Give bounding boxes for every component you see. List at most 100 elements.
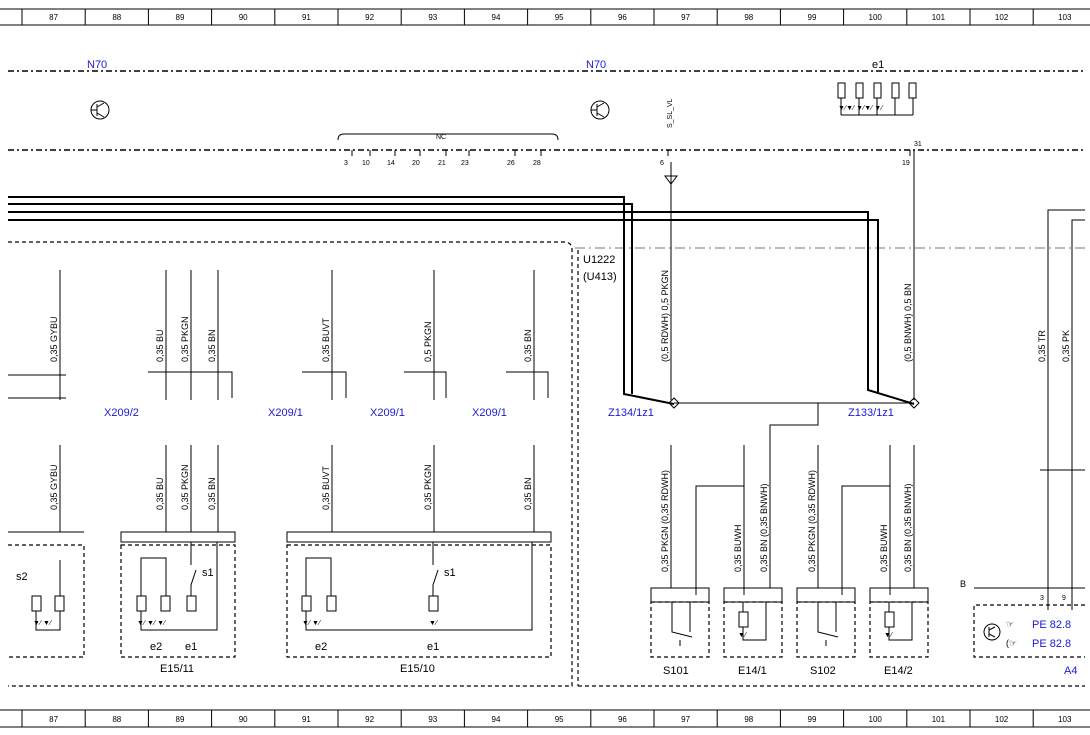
s102-label: S102 [810, 665, 836, 677]
pin-label: 20 [412, 160, 420, 167]
wire-label: 0,35 GYBU [49, 316, 59, 362]
ruler-label-bottom: 97 [681, 715, 690, 724]
connector-x209-1: X209/1 [472, 407, 507, 419]
nc-label: NC [436, 134, 446, 141]
wire-label: 0,35 BN [523, 329, 533, 362]
b-label: B [960, 579, 966, 589]
svg-text:▼⁄: ▼⁄ [738, 632, 748, 639]
svg-text:▼⁄ ▼⁄: ▼⁄ ▼⁄ [302, 620, 322, 627]
top-ruler [0, 8, 1090, 26]
component-box-a4 [973, 604, 1085, 658]
wire-label: 0,35 BN (0,35 BNWH) [759, 483, 769, 572]
splice-icon [908, 397, 920, 409]
connector-block [404, 371, 447, 398]
svg-text:▼⁄▼⁄ ▼⁄▼⁄ ▼⁄: ▼⁄▼⁄ ▼⁄▼⁄ ▼⁄ [838, 105, 884, 112]
ground-arrow-icon [664, 175, 678, 185]
component-box-s101 [650, 601, 710, 658]
ruler-label-bottom: 92 [365, 715, 374, 724]
transistor-icon [90, 100, 110, 120]
bottom-ruler [0, 709, 1090, 728]
connector-x209-2: X209/2 [104, 407, 139, 419]
wire-label: 0,35 BN (0,35 BNWH) [903, 483, 913, 572]
component-box-e14-2 [869, 601, 929, 658]
ruler-label-bottom: 88 [112, 715, 121, 724]
svg-text:▼⁄ ▼⁄ ▼⁄: ▼⁄ ▼⁄ ▼⁄ [137, 620, 167, 627]
bus-wire [8, 211, 915, 405]
ruler-label-top: 89 [176, 13, 185, 22]
ruler-label-top: 101 [932, 13, 946, 22]
connector-block [506, 371, 549, 398]
ruler-label-bottom: 87 [49, 715, 58, 724]
transistor-icon [590, 100, 610, 120]
transistor-icon [983, 623, 1001, 641]
ruler-label-top: 93 [428, 13, 437, 22]
ruler-label-bottom: 99 [808, 715, 817, 724]
ruler-label-top: 88 [112, 13, 121, 22]
wire-label: (0,5 BNWH) 0,5 BN [903, 283, 913, 362]
ruler-label-bottom: 98 [744, 715, 753, 724]
connector-block [302, 371, 347, 398]
u1222-label: U1222 [583, 254, 615, 266]
ruler-label-top: 96 [618, 13, 627, 22]
pin-label: 6 [660, 160, 664, 167]
ruler-label-bottom: 91 [302, 715, 311, 724]
wire-label: 0,35 PKGN (0,35 RDWH) [807, 470, 817, 572]
svg-text:9: 9 [1062, 595, 1066, 602]
led-array-icon: ▼⁄▼⁄ ▼⁄▼⁄ ▼⁄ [837, 82, 917, 116]
ruler-label-bottom: 89 [176, 715, 185, 724]
u1222-module-border [8, 241, 573, 687]
component-box-e15-11 [120, 544, 236, 658]
pin-label: 21 [438, 160, 446, 167]
component-box [723, 587, 783, 603]
wire-label: 0,35 BUWH [733, 524, 743, 572]
wire-label: 0,5 PKGN [423, 321, 433, 362]
ruler-label-top: 91 [302, 13, 311, 22]
switch-icon [817, 602, 839, 646]
pin31-label: 31 [914, 141, 922, 148]
e1-top-label: e1 [872, 59, 884, 71]
ruler-label-bottom: 96 [618, 715, 627, 724]
n70-right-label: N70 [586, 59, 606, 71]
s1-label: s1 [202, 567, 214, 579]
wire-label: 0,35 PKGN (0,35 RDWH) [660, 470, 670, 572]
lamp-icon: ▼⁄ ▼⁄ ▼⁄ [301, 542, 533, 631]
ruler-label-bottom: 100 [869, 715, 883, 724]
ruler-label-top: 87 [49, 13, 58, 22]
s101-label: S101 [663, 665, 689, 677]
component-box-s102 [796, 601, 856, 658]
ruler-label-top: 98 [744, 13, 753, 22]
splice-z134: Z134/1z1 [608, 407, 654, 419]
e15-11-label: E15/11 [160, 663, 194, 675]
signal-label: S_SL_VL [667, 98, 674, 128]
wire [1071, 219, 1085, 610]
pin-label: 3 [344, 160, 348, 167]
ruler-label-top: 92 [365, 13, 374, 22]
u413-label: (U413) [583, 271, 617, 283]
pin-label: 10 [362, 160, 370, 167]
wire-label: 0,35 BUVT [321, 317, 331, 362]
pin-label: 26 [507, 160, 515, 167]
wire-label: 0,35 PKGN [180, 464, 190, 510]
wire [695, 485, 745, 595]
lamp-icon: ▼⁄ ▼⁄ [31, 560, 65, 631]
wire-label: 0,35 GYBU [49, 464, 59, 510]
wire-label: 0,35 BN [207, 329, 217, 362]
pin-label: 19 [902, 160, 910, 167]
component-box [286, 531, 552, 543]
wire-label: 0,35 BN [523, 477, 533, 510]
wire [841, 485, 891, 595]
ruler-label-bottom: 101 [932, 715, 946, 724]
pin-label: 23 [461, 160, 469, 167]
svg-text:▼⁄: ▼⁄ [429, 620, 439, 627]
ruler-label-top: 97 [681, 13, 690, 22]
ruler-label-top: 90 [239, 13, 248, 22]
switch-icon [671, 602, 693, 646]
component-box-e15-10 [286, 544, 552, 658]
ruler-label-top: 94 [492, 13, 501, 22]
e14-1-label: E14/1 [738, 665, 767, 677]
ruler-label-bottom: 95 [555, 715, 564, 724]
